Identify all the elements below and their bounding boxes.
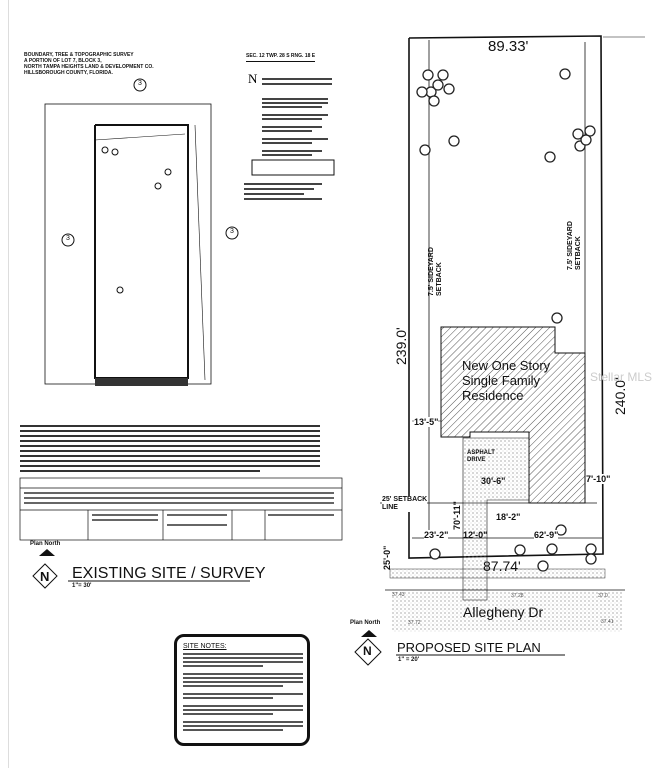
survey-title-line: HILLSBOROUGH COUNTY, FLORIDA. (24, 70, 113, 76)
proposed-north-arrow (354, 630, 382, 666)
dim-70-11: 70'-11" (452, 501, 462, 530)
site-plan-scale: 1" = 20' (398, 657, 420, 663)
north-letter: N (363, 644, 372, 658)
dim-25-0: 25'-0" (382, 545, 392, 570)
dim-13-5: 13'-5" (414, 417, 439, 427)
house-label-line: Residence (462, 388, 524, 403)
setback-line: SETBACK (436, 262, 443, 296)
house-label: New One Story Single Family Residence (462, 358, 550, 403)
setback-line: 7.5' SIDEYARD (428, 247, 435, 296)
survey-scale: 1"= 30' (72, 583, 92, 589)
north-letter: N (40, 569, 50, 584)
survey-lot (44, 78, 239, 386)
bottom-width-dim: 87.74' (483, 558, 521, 574)
house-label-line: Single Family (462, 373, 541, 388)
survey-marker: 3 (66, 235, 70, 242)
dim-18-2: 18'-2" (496, 512, 521, 522)
survey-heading: EXISTING SITE / SURVEY (72, 565, 266, 582)
survey-north-arrow (32, 549, 58, 589)
elevation: 37.43 (392, 592, 405, 598)
road (385, 568, 625, 632)
survey-title: BOUNDARY, TREE & TOPOGRAPHIC SURVEY A PO… (24, 52, 154, 76)
svg-text:N: N (248, 71, 258, 86)
plan-north-label: Plan North (350, 620, 381, 626)
front-setback-line: 25' SETBACK (382, 496, 428, 503)
setback-line: SETBACK (575, 236, 582, 270)
front-setback-line: LINE (382, 504, 398, 511)
dim-7-10: 7'-10" (586, 474, 611, 484)
site-notes-title: SITE NOTES: (183, 643, 227, 650)
survey-title-line: BOUNDARY, TREE & TOPOGRAPHIC SURVEY (24, 52, 134, 58)
page-edge (8, 0, 9, 768)
section-info: SEC. 12 TWP. 28 S RNG. 18 E (246, 53, 316, 62)
house-label-line: New One Story (462, 358, 551, 373)
setback-line: 7.5' SIDEYARD (567, 221, 574, 270)
top-width-dim: 89.33' (488, 38, 529, 55)
street-name: Allegheny Dr (463, 604, 544, 620)
house-footprint (440, 326, 586, 504)
survey-title-line: NORTH TAMPA HEIGHTS LAND & DEVELOPMENT C… (24, 64, 154, 70)
survey-marker: 3 (138, 80, 142, 87)
elevation: 37.28 (511, 593, 524, 599)
site-notes-box: SITE NOTES: (174, 634, 310, 746)
drive-label: ASPHALT DRIVE (467, 450, 495, 464)
front-setback-label: 25' SETBACK LINE (382, 496, 428, 512)
elevation: 37.0 (598, 593, 608, 599)
drive-label-line: ASPHALT (467, 450, 495, 456)
survey-marker: 3 (230, 228, 234, 235)
dim-62-9: 62'-9" (534, 530, 559, 540)
elevation: 37.72 (408, 620, 421, 626)
dim-12-0: 12'-0" (463, 530, 488, 540)
dim-30-6: 30'-6" (481, 476, 506, 486)
plan-north-label: Plan North (30, 541, 61, 547)
left-depth-dim: 239.0' (393, 327, 409, 365)
elevation: 37.41 (601, 619, 614, 625)
site-plan-heading: PROPOSED SITE PLAN (397, 640, 541, 655)
watermark: Stellar MLS (590, 370, 653, 384)
dim-23-2: 23'-2" (424, 530, 449, 540)
drive-label-line: DRIVE (467, 457, 486, 463)
trees (416, 68, 597, 572)
survey-title-line: A PORTION OF LOT 7, BLOCK 3, (24, 58, 102, 64)
